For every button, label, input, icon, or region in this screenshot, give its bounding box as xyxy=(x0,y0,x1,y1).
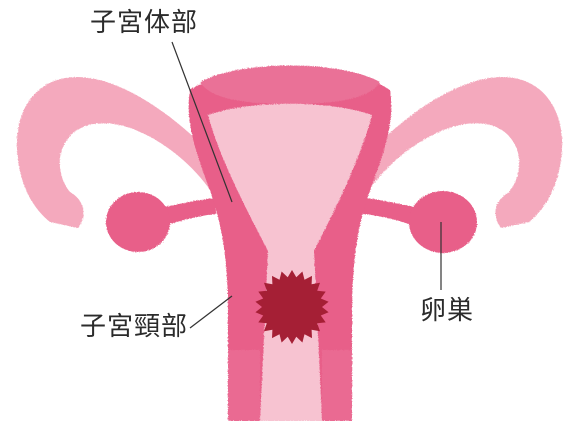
left-ovary xyxy=(106,192,170,252)
label-cervix: 子宮頸部 xyxy=(80,312,188,342)
right-ovary xyxy=(409,191,477,253)
uterus-fundus xyxy=(200,66,380,105)
label-ovary: 卵巣 xyxy=(420,296,474,326)
leader-line-cervix xyxy=(190,296,232,328)
label-uterine-body: 子宮体部 xyxy=(90,8,198,38)
